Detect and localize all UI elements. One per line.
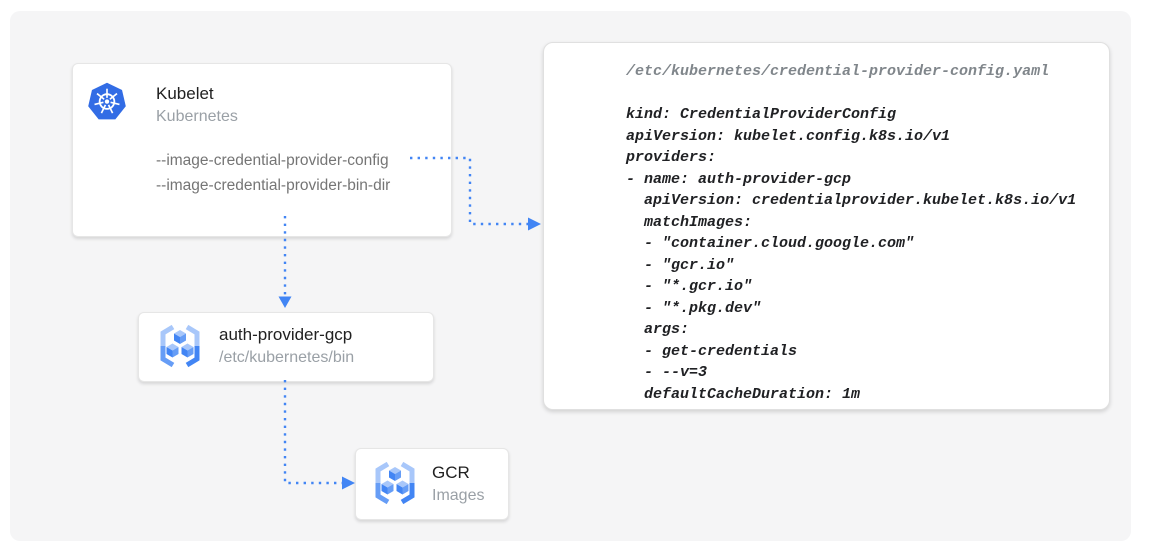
yaml-code-line: - "container.cloud.google.com" [626,235,915,252]
yaml-code-line: - "*.pkg.dev" [626,299,762,317]
config-file-path: /etc/kubernetes/credential-provider-conf… [626,63,1050,80]
credential-provider-config-panel: /etc/kubernetes/credential-provider-conf… [543,42,1110,410]
kubernetes-icon [88,82,126,120]
gcr-title: GCR [432,463,470,482]
container-registry-icon [375,461,415,505]
kubelet-node: Kubelet Kubernetes --image-credential-pr… [72,63,452,237]
yaml-code-line: - get-credentials [626,342,798,360]
yaml-code-line: - "*.gcr.io" [626,278,753,295]
yaml-code-line: kind: CredentialProviderConfig [626,106,897,123]
yaml-code-line: - "gcr.io" [626,256,735,274]
yaml-code-line: defaultCacheDuration: 1m [626,385,861,403]
flag-credential-provider-config: --image-credential-provider-config [156,152,389,169]
auth-provider-gcp-node: auth-provider-gcp /etc/kubernetes/bin [138,312,434,382]
kubelet-flags: --image-credential-provider-config --ima… [156,148,390,198]
container-registry-icon [160,324,200,368]
yaml-code-line: apiVersion: kubelet.config.k8s.io/v1 [626,127,951,145]
yaml-code-line: args: [626,321,690,338]
kubelet-subtitle: Kubernetes [156,108,238,125]
auth-provider-path: /etc/kubernetes/bin [219,349,355,366]
flag-credential-provider-bin-dir: --image-credential-provider-bin-dir [156,177,391,194]
yaml-code-line: matchImages: [626,213,753,231]
yaml-code-line: providers: [626,149,717,166]
yaml-code-line: - --v=3 [626,364,708,381]
yaml-code-line: apiVersion: credentialprovider.kubelet.k… [626,192,1077,209]
gcr-subtitle: Images [432,487,485,504]
auth-provider-title: auth-provider-gcp [219,325,353,344]
yaml-code-line: - name: auth-provider-gcp [626,170,852,188]
kubelet-title: Kubelet [156,84,214,103]
gcr-node: GCR Images [355,448,509,520]
yaml-code-block: kind: CredentialProviderConfig apiVersion… [626,104,1093,405]
